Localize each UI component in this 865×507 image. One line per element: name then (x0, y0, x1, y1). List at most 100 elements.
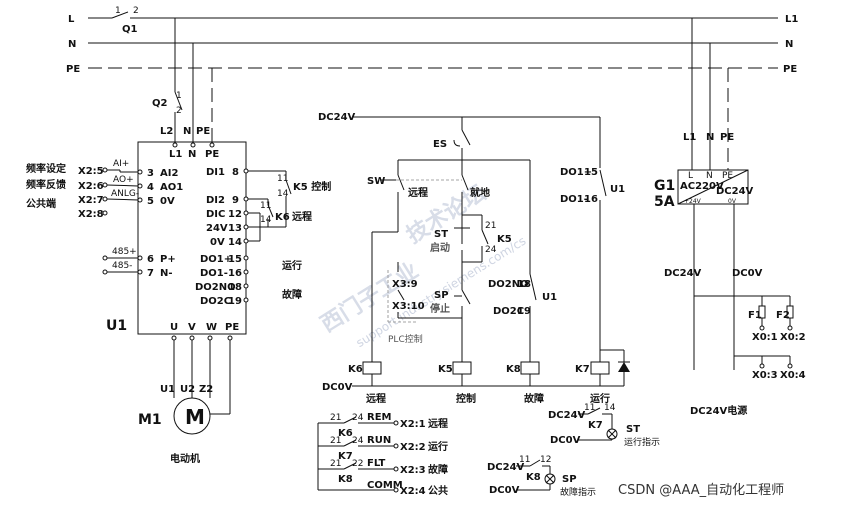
sig3-relay: K8 (338, 474, 353, 485)
inv-left-terminals: 3 AI2 4 AO1 5 0V 6 P+ 7 N- (137, 168, 183, 279)
wire-485n: 485- (112, 261, 132, 271)
run-lamp-p14: 14 (604, 403, 616, 413)
inv-right-name-di2: DI2 (206, 195, 225, 206)
psu-x04: X0:4 (780, 370, 806, 381)
sig3-tag: FLT (367, 458, 386, 469)
inv-right-num-16: 16 (228, 268, 242, 279)
coil-caption-control: 控制 (456, 392, 476, 405)
sp-label: SP (434, 290, 449, 301)
es-label: ES (433, 139, 447, 150)
plc-x310: X3:10 (392, 301, 425, 312)
inv-top-pe: PE (196, 126, 210, 137)
psu-x02: X0:2 (780, 332, 806, 343)
inv-term-pe: PE (205, 149, 219, 160)
psu-name: G1 (654, 178, 675, 194)
inv-right-num-8: 8 (232, 167, 239, 178)
psu-dc24v: DC24V (664, 268, 702, 279)
plc-x39: X3:9 (392, 279, 418, 290)
inv-right-num-19: 19 (228, 296, 242, 307)
inv-bottom-v: V (188, 322, 196, 333)
fault-lamp-dc0v: DC0V (489, 485, 520, 496)
q2-label: Q2 (152, 98, 168, 109)
run-lamp-name: ST (626, 424, 640, 435)
sig3-pin-21: 21 (330, 459, 341, 469)
do1-u1: U1 (610, 184, 625, 195)
motor-u2: U2 (180, 384, 195, 395)
fault-lamp-desc: 故障指示 (560, 486, 596, 498)
label-fault: 故障 (282, 288, 302, 301)
do2-u1: U1 (542, 292, 557, 303)
wire-ai-plus: AI+ (113, 159, 129, 169)
sig2-pin-24: 24 (352, 436, 364, 446)
psu-top-n: N (706, 132, 714, 143)
fault-lamp-p11: 11 (519, 455, 530, 465)
st-label: ST (434, 229, 448, 240)
sig1-pin-21: 21 (330, 413, 341, 423)
analog-io-labels: 频率设定 频率反馈 公共端 X2:5 X2:6 X2:7 X2:8 AI+ AO… (26, 159, 139, 275)
rail-label-l: L (68, 14, 75, 25)
inv-right-name-do2c: DO2C (200, 296, 231, 307)
wire-485p: 485+ (112, 247, 137, 257)
sig2-desc: 运行 (428, 440, 448, 453)
ctrl-dc0v: DC0V (322, 382, 353, 393)
do2no-num: 18 (517, 279, 531, 290)
sig3-term: X2:3 (400, 465, 426, 476)
label-run: 运行 (282, 259, 302, 272)
run-lamp: DC24V 11 14 K7 DC0V ST 运行指示 (548, 403, 660, 448)
motor-u1: U1 (160, 384, 175, 395)
psu-top-pe: PE (720, 132, 734, 143)
rail-label-pe: PE (66, 64, 80, 75)
sw-remote: 远程 (408, 186, 428, 199)
wire-ao-plus: AO+ (113, 175, 134, 185)
q2-pin-1: 1 (176, 91, 182, 101)
do1m-num: 16 (584, 194, 598, 205)
credit-text: CSDN @AAA_自动化工程师 (618, 483, 784, 498)
inverter-u1: L1 N PE U1 3 AI2 4 AO1 5 0V 6 P+ 7 N- DI… (106, 141, 249, 341)
sig2-pin-21: 21 (330, 436, 341, 446)
k6-remote-label: 远程 (292, 210, 312, 223)
inv-left-num-4: 4 (147, 182, 154, 193)
motor-symbol (173, 397, 211, 435)
inv-left-name-ai2: AI2 (160, 168, 178, 179)
label-freq-set: 频率设定 (26, 162, 66, 175)
inv-right-name-do1m: DO1- (200, 268, 228, 279)
rail-label-n: N (68, 39, 76, 50)
inv-bottom-pe: PE (225, 322, 239, 333)
do1p-num: 15 (584, 167, 598, 178)
q2-pin-2: 2 (176, 106, 182, 116)
coil-k8: K8 (506, 364, 521, 375)
do2c-label: DO2C (493, 306, 524, 317)
inv-left-num-6: 6 (147, 254, 154, 265)
rail-label-l1-right: L1 (785, 14, 798, 25)
plc-caption: PLC控制 (388, 333, 423, 345)
fault-lamp-p12: 12 (540, 455, 551, 465)
term-x28: X2:8 (78, 209, 104, 220)
psu-in: AC220V (680, 181, 724, 192)
coil-k7: K7 (575, 364, 590, 375)
inv-left-name-p: P+ (160, 254, 176, 265)
k6-pin-11: 11 (260, 201, 271, 211)
sw-label: SW (367, 176, 385, 187)
inv-left-num-7: 7 (147, 268, 154, 279)
inv-right-name-24v: 24V (206, 223, 228, 234)
wire-anlg: ANLG- (111, 189, 139, 199)
motor-caption: 电动机 (170, 452, 200, 465)
sig1-tag: REM (367, 412, 392, 423)
do2c-num: 19 (517, 306, 531, 317)
psu-x01: X0:1 (752, 332, 778, 343)
sig2-relay: K7 (338, 451, 353, 462)
rail-label-pe-right: PE (783, 64, 797, 75)
k6-contact-label: K6 (275, 212, 290, 223)
sig3-pin-22: 22 (352, 459, 363, 469)
fault-lamp: DC24V 11 12 K8 DC0V SP 故障指示 (487, 455, 596, 498)
sig2-term: X2:2 (400, 442, 426, 453)
q1-pin-1: 1 (115, 6, 121, 16)
inv-right-num-18: 18 (228, 282, 242, 293)
sig1-desc: 远程 (428, 417, 448, 430)
psu-out: DC24V (716, 186, 754, 197)
inv-right-num-15: 15 (228, 254, 242, 265)
st-caption: 启动 (430, 241, 450, 254)
status-signals: 21 24 21 24 21 22 K6 K7 K8 REM RUN FLT C… (317, 412, 448, 497)
inv-left-name-0v: 0V (160, 196, 175, 207)
psu-caption: DC24V电源 (690, 404, 747, 417)
